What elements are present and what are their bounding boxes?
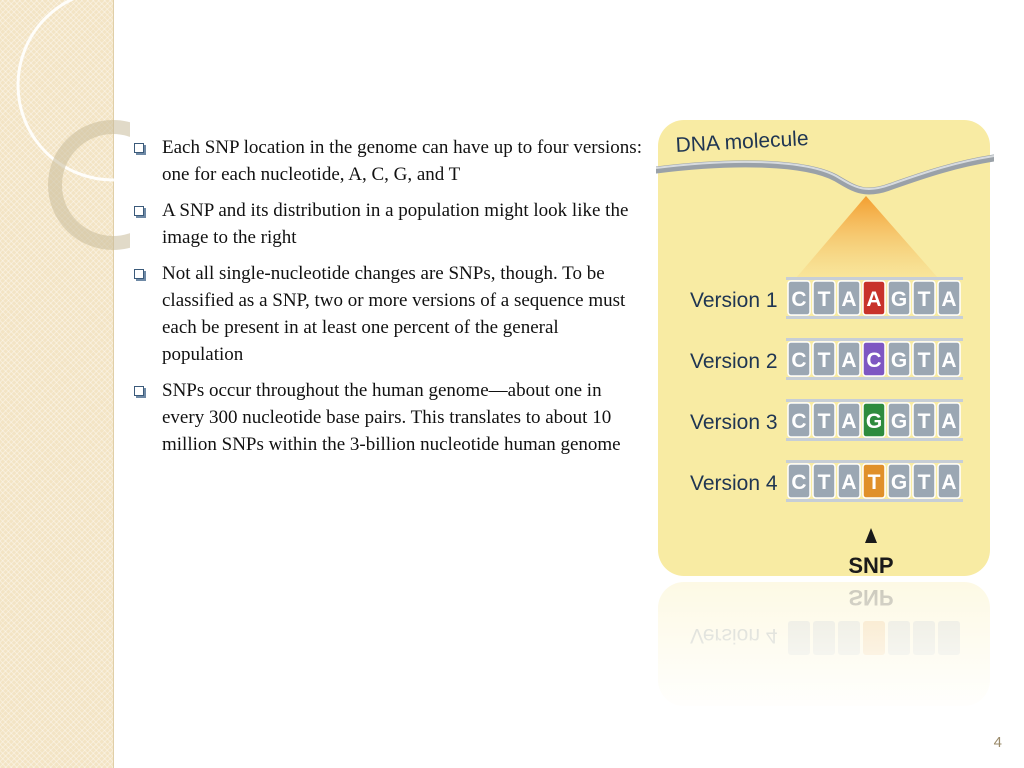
bullet-square-icon: [134, 206, 144, 216]
decorative-circles: [16, 0, 130, 250]
sequence-rail: [786, 338, 963, 341]
bullet-square-icon: [134, 386, 144, 396]
sequence-rail: [786, 377, 963, 380]
base-tile: [812, 402, 836, 438]
base-letter: C: [791, 288, 806, 311]
base-tile: [887, 463, 911, 499]
sequence-rail: [786, 499, 963, 502]
base-letter: T: [818, 288, 831, 311]
bullet-item: Not all single-nucleotide changes are SN…: [130, 260, 642, 368]
base-letter: G: [891, 349, 907, 372]
base-tile: [937, 280, 961, 316]
bullet-text: Each SNP location in the genome can have…: [162, 137, 642, 185]
sequence-rail: [786, 316, 963, 319]
version-label: Version 2: [690, 350, 778, 373]
bullet-text: SNPs occur throughout the human genome—a…: [162, 380, 621, 455]
base-letter: A: [866, 288, 881, 311]
base-letter: T: [918, 410, 931, 433]
base-tile: [887, 280, 911, 316]
sequence-rail: [786, 460, 963, 463]
snp-base-tile: [862, 341, 886, 377]
version-label: Version 4: [690, 472, 778, 495]
base-letter: A: [941, 349, 956, 372]
snp-base-tile: [862, 280, 886, 316]
base-tile: [912, 280, 936, 316]
base-letter: T: [818, 349, 831, 372]
base-letter: T: [818, 410, 831, 433]
snp-base-tile: [862, 463, 886, 499]
base-tile: [837, 463, 861, 499]
base-letter: C: [791, 471, 806, 494]
base-tile: [937, 341, 961, 377]
base-tile: [937, 463, 961, 499]
base-letter: C: [791, 410, 806, 433]
base-tile: [837, 280, 861, 316]
base-tile: [887, 402, 911, 438]
base-letter: A: [941, 288, 956, 311]
snp-label: SNP: [848, 553, 893, 578]
base-tile: [937, 402, 961, 438]
base-letter: T: [918, 471, 931, 494]
base-letter: G: [891, 410, 907, 433]
bullet-list: Each SNP location in the genome can have…: [130, 134, 642, 467]
snp-pointer-arrow-icon: [865, 528, 877, 543]
base-letter: T: [868, 471, 881, 494]
bullet-square-icon: [134, 269, 144, 279]
bullet-item: A SNP and its distribution in a populati…: [130, 197, 642, 251]
version-label: Version 3: [690, 411, 778, 434]
page-number: 4: [993, 734, 1002, 751]
bullet-item: SNPs occur throughout the human genome—a…: [130, 377, 642, 458]
base-letter: G: [866, 410, 882, 433]
bullet-square-icon: [134, 143, 144, 153]
base-tile: [812, 341, 836, 377]
base-letter: G: [891, 288, 907, 311]
sequence-rail: [786, 277, 963, 280]
base-letter: C: [866, 349, 881, 372]
base-tile: [887, 341, 911, 377]
base-letter: C: [791, 349, 806, 372]
base-tile: [912, 402, 936, 438]
snp-base-tile: [862, 402, 886, 438]
base-tile: [912, 463, 936, 499]
base-letter: A: [841, 349, 856, 372]
base-tile: [787, 463, 811, 499]
sequence-rail: [786, 438, 963, 441]
base-letter: T: [818, 471, 831, 494]
bullet-item: Each SNP location in the genome can have…: [130, 134, 642, 188]
reflection-fade: [656, 580, 994, 718]
base-tile: [787, 402, 811, 438]
version-label: Version 1: [690, 289, 778, 312]
base-letter: T: [918, 349, 931, 372]
base-tile: [812, 463, 836, 499]
base-letter: A: [841, 471, 856, 494]
base-letter: G: [891, 471, 907, 494]
dna-strand-highlight: [656, 155, 994, 191]
bullet-text: A SNP and its distribution in a populati…: [162, 200, 629, 248]
figure-reflection: SNP Version 4: [656, 580, 994, 718]
bullet-text: Not all single-nucleotide changes are SN…: [162, 263, 626, 365]
base-letter: A: [841, 410, 856, 433]
highlight-beam: [796, 196, 938, 278]
dna-strand: [656, 154, 994, 195]
base-letter: A: [941, 410, 956, 433]
base-letter: A: [941, 471, 956, 494]
base-tile: [787, 341, 811, 377]
sequence-rail: [786, 399, 963, 402]
base-tile: [837, 402, 861, 438]
base-letter: A: [841, 288, 856, 311]
base-tile: [837, 341, 861, 377]
base-letter: T: [918, 288, 931, 311]
base-tile: [912, 341, 936, 377]
base-tile: [812, 280, 836, 316]
base-tile: [787, 280, 811, 316]
